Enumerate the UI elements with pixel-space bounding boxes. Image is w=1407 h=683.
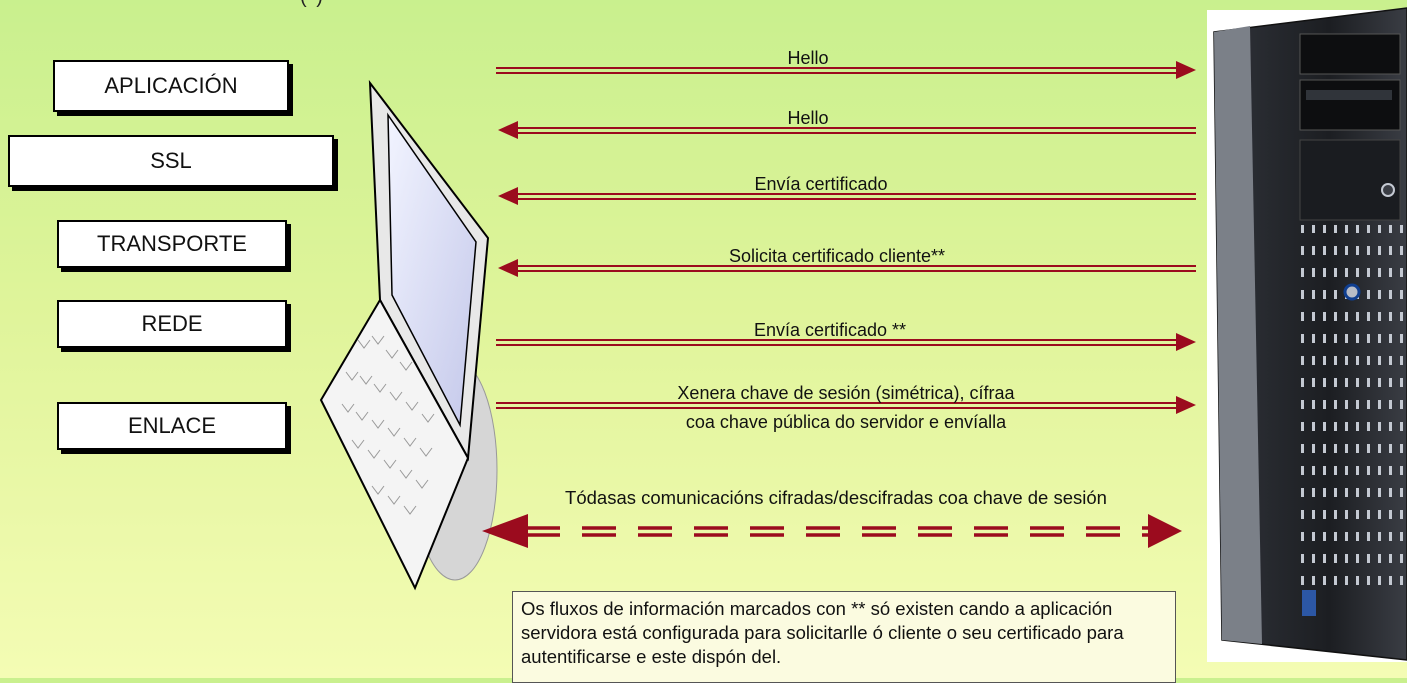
message-label: Hello [787,108,828,128]
message-label: Envía certificado [754,174,887,194]
laptop-icon [319,79,498,591]
encrypted-channel-arrow [482,514,1182,548]
message-label: Solicita certificado cliente** [729,246,945,266]
layer-label: ENLACE [127,413,217,438]
keyboard-keys [341,335,435,515]
title-fragment: ( ) [300,0,325,9]
message-label-line-1: Xenera chave de sesión (simétrica), cífr… [677,383,1015,403]
layer-ssl: SSL [8,135,334,187]
message-arrow-hello-to-client [498,121,1196,139]
message-arrow-client-cert-to-server [496,333,1196,351]
encrypted-channel-label: Tódasas comunicacións cifradas/descifrad… [565,487,1107,508]
server-tower-icon [1207,7,1407,662]
note-box: Os fluxos de información marcados con **… [512,591,1176,683]
layer-label: APLICACIÓN [104,73,238,98]
message-arrow-request-client-cert [498,259,1196,277]
message-label-line-2: coa chave pública do servidor e envíalla [686,412,1007,432]
layer-label: TRANSPORTE [97,231,247,256]
layer-label: REDE [141,311,203,336]
message-label: Hello [787,48,828,68]
layer-rede: REDE [57,300,287,348]
layer-enlace: ENLACE [57,402,287,450]
message-arrow-hello-to-server [496,61,1196,79]
message-arrow-certificate-to-client [498,187,1196,205]
layer-aplicacion: APLICACIÓN [53,60,289,112]
layer-label: SSL [150,148,192,173]
message-arrow-session-key-to-server [496,396,1196,414]
layer-transporte: TRANSPORTE [57,220,287,268]
message-label: Envía certificado ** [754,320,906,340]
